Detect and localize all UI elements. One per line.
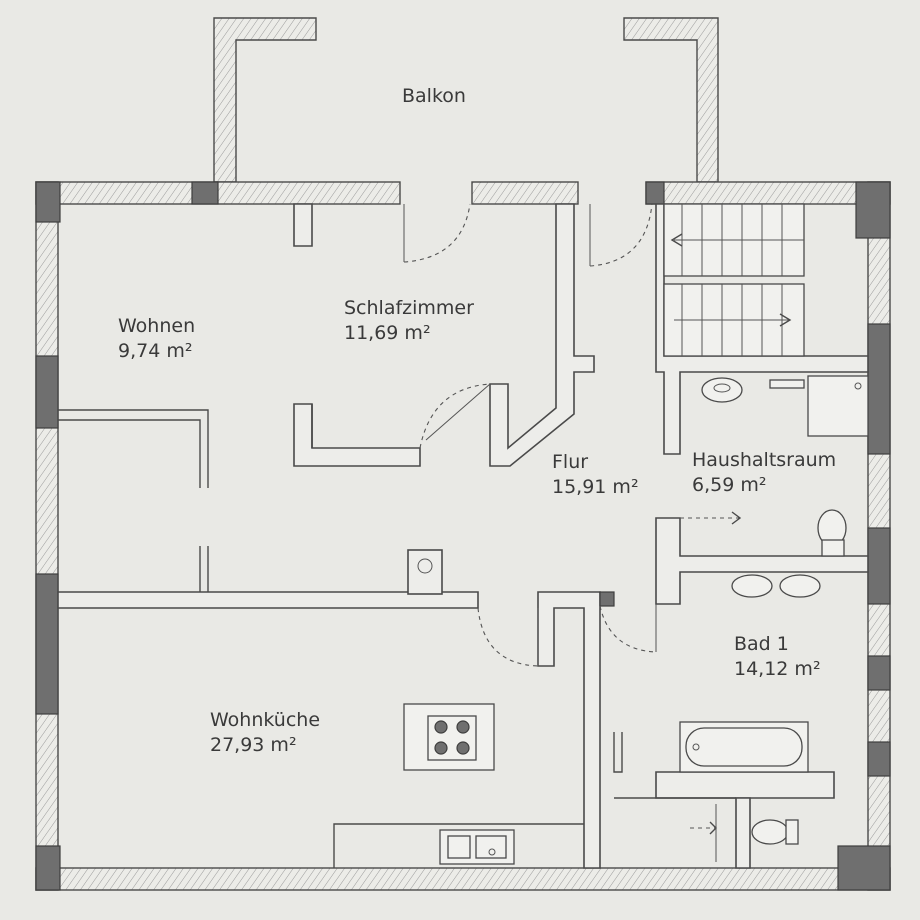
outer-walls bbox=[35, 181, 891, 891]
room-area: 15,91 m² bbox=[552, 476, 639, 498]
door-swings bbox=[403, 203, 742, 862]
room-area: 6,59 m² bbox=[692, 474, 767, 496]
room-area: 9,74 m² bbox=[118, 340, 193, 362]
kitchen-island bbox=[403, 703, 495, 771]
room-name: Haushaltsraum bbox=[692, 449, 837, 471]
room-name: Flur bbox=[552, 451, 589, 473]
haushaltsraum-fixtures bbox=[701, 375, 869, 557]
room-name: Bad 1 bbox=[734, 633, 789, 655]
room-area: 11,69 m² bbox=[344, 322, 431, 344]
room-label-balkon: Balkon bbox=[402, 84, 466, 109]
kitchen-sink bbox=[439, 829, 515, 865]
balcony-walls bbox=[213, 17, 719, 183]
room-label-flur: Flur 15,91 m² bbox=[552, 450, 639, 500]
room-label-wohnkueche: Wohnküche 27,93 m² bbox=[210, 708, 320, 758]
room-label-haushaltsraum: Haushaltsraum 6,59 m² bbox=[692, 448, 836, 498]
room-name: Schlafzimmer bbox=[344, 297, 474, 319]
room-label-bad1: Bad 1 14,12 m² bbox=[734, 632, 821, 682]
bad1-fixtures bbox=[679, 574, 821, 845]
room-label-schlafzimmer: Schlafzimmer 11,69 m² bbox=[344, 296, 474, 346]
interior-walls bbox=[57, 203, 869, 869]
room-area: 14,12 m² bbox=[734, 658, 821, 680]
room-name: Balkon bbox=[402, 85, 466, 107]
room-name: Wohnen bbox=[118, 315, 196, 337]
room-label-wohnen: Wohnen 9,74 m² bbox=[118, 314, 195, 364]
room-name: Wohnküche bbox=[210, 709, 321, 731]
staircase bbox=[663, 203, 805, 357]
room-area: 27,93 m² bbox=[210, 734, 297, 756]
